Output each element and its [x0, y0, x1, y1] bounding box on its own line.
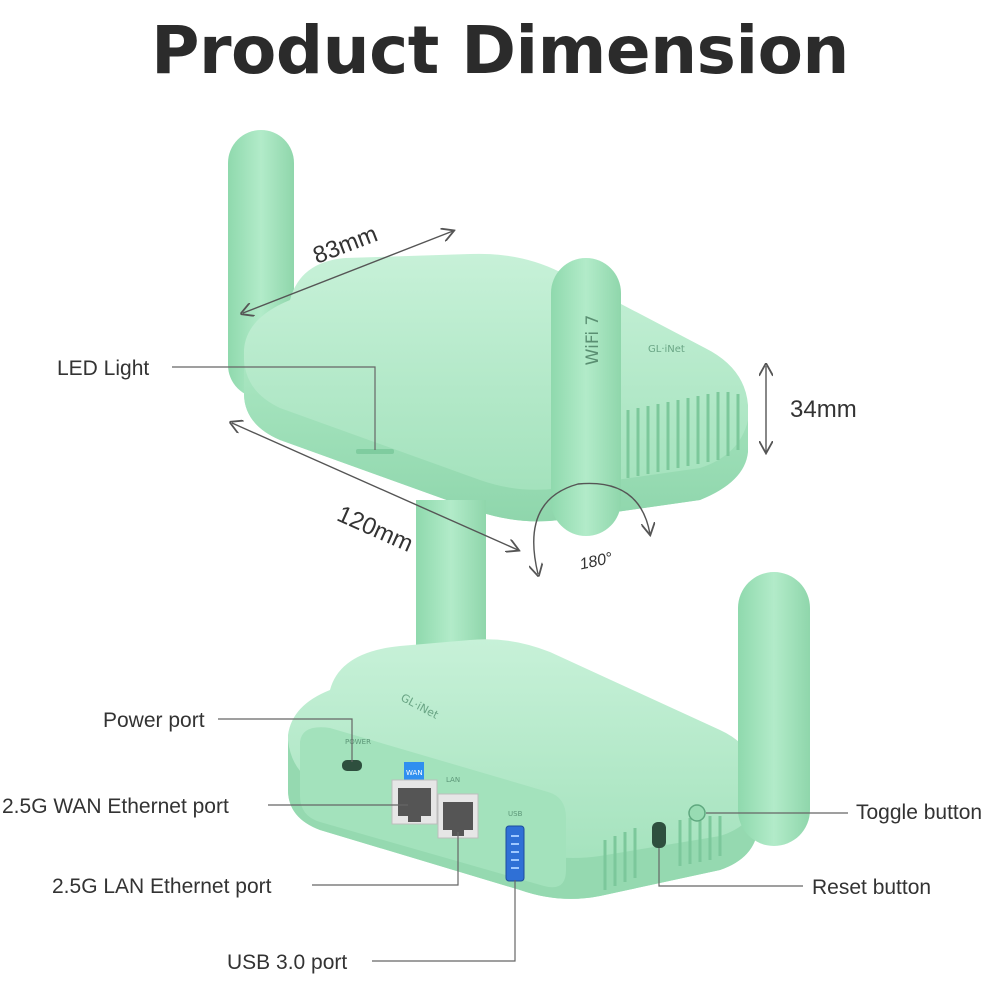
right-antenna	[551, 258, 621, 536]
side-vents	[626, 392, 740, 478]
page-title: Product Dimension	[151, 12, 849, 89]
lan-port-label: 2.5G LAN Ethernet port	[52, 875, 272, 898]
led-light-label: LED Light	[57, 357, 150, 380]
lower-router-front	[288, 740, 758, 899]
lower-side-vents	[603, 816, 722, 890]
reset-button	[652, 822, 666, 848]
reset-button-label: Reset button	[812, 876, 932, 899]
height-dimension: 34mm	[790, 396, 857, 423]
usb-label: USB	[508, 810, 523, 818]
power-port-leader	[218, 718, 353, 762]
brand-logo-top: GL·iNet	[648, 344, 685, 355]
toggle-button	[688, 804, 706, 822]
usb-port-label: USB 3.0 port	[227, 951, 348, 974]
length-dimension: 120mm	[333, 501, 417, 558]
toggle-button-label: Toggle button	[856, 801, 983, 824]
reset-button-leader	[658, 848, 803, 887]
wan-label: WAN	[406, 769, 423, 777]
usb-port	[505, 825, 525, 882]
stem-antenna	[416, 500, 486, 660]
usb-port-leader	[372, 880, 516, 962]
upper-router: WiFi 7 GL·iNet	[228, 130, 748, 536]
width-arrow	[243, 231, 453, 313]
power-port	[342, 760, 362, 771]
lower-router: POWER WAN LAN USB	[288, 572, 810, 899]
lan-label: LAN	[446, 776, 460, 784]
wan-badge	[404, 762, 424, 780]
led-light-leader	[172, 366, 376, 450]
upper-router-front	[244, 360, 748, 522]
length-arrow	[232, 423, 518, 550]
rotation-dimension: 180°	[578, 550, 614, 574]
lan-ethernet-port	[437, 793, 479, 839]
bottom-right-antenna	[738, 572, 810, 846]
rotation-arc	[534, 482, 650, 574]
wan-port-label: 2.5G WAN Ethernet port	[2, 795, 229, 818]
wifi-badge: WiFi 7	[583, 315, 603, 366]
svg-text:POWER: POWER	[345, 738, 371, 746]
wan-ethernet-port	[391, 779, 438, 825]
power-port-label: Power port	[103, 709, 205, 732]
lan-port-leader	[312, 832, 459, 886]
